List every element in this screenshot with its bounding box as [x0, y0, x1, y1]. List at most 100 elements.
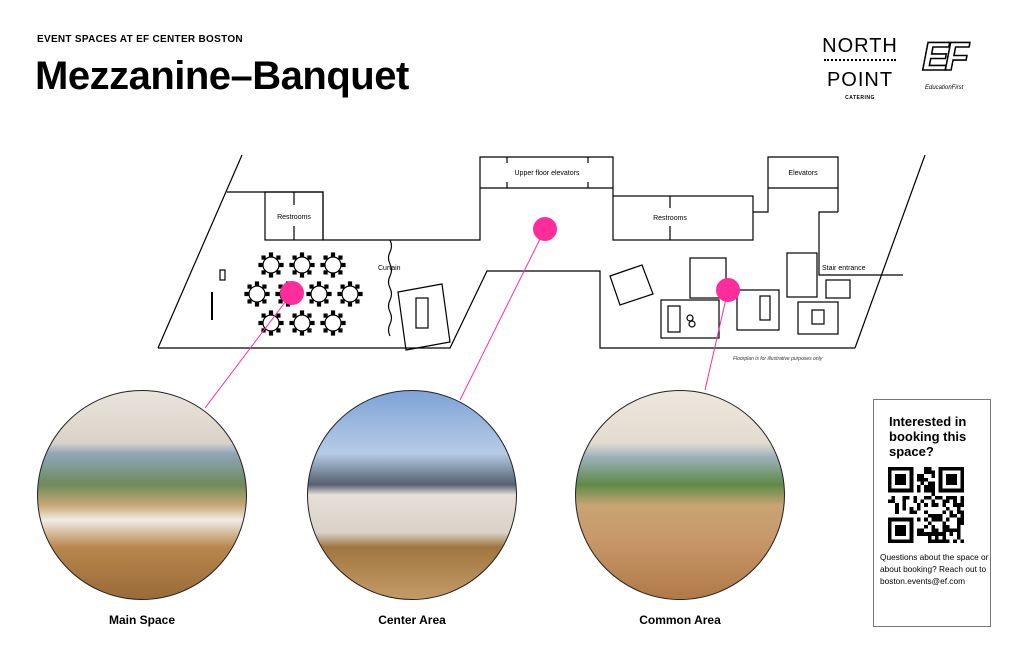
qr-module — [956, 535, 961, 540]
qr-module — [942, 510, 946, 515]
qr-module — [902, 488, 907, 493]
qr-module — [924, 477, 928, 482]
marker-main-space[interactable] — [280, 281, 304, 305]
qr-module — [927, 514, 932, 518]
qr-module — [898, 467, 903, 471]
qr-module — [909, 517, 914, 522]
qr-module — [960, 539, 964, 543]
qr-module — [945, 495, 950, 500]
qr-module — [953, 481, 957, 486]
chair — [330, 310, 336, 315]
banquet-table — [324, 314, 342, 332]
qr-module — [920, 528, 925, 533]
qr-code[interactable] — [888, 467, 964, 543]
chair — [258, 320, 263, 326]
qr-module — [953, 499, 957, 504]
qr-module — [895, 517, 899, 522]
qr-module — [960, 485, 964, 489]
qr-module — [942, 528, 946, 533]
banquet-table — [248, 285, 266, 303]
qr-module — [935, 532, 939, 536]
qr-module — [924, 510, 928, 515]
qr-module — [909, 535, 914, 540]
qr-module — [927, 481, 932, 486]
qr-module — [888, 521, 892, 525]
qr-module — [906, 467, 910, 471]
qr-module — [906, 488, 910, 493]
qr-module — [913, 495, 917, 500]
chair — [299, 310, 305, 315]
qr-module — [949, 532, 954, 536]
qr-module — [960, 514, 964, 518]
qr-module — [945, 506, 950, 511]
qr-module — [945, 467, 950, 471]
qr-module — [888, 517, 892, 522]
qr-module — [949, 481, 954, 486]
qr-module — [938, 481, 943, 486]
qr-module — [909, 467, 914, 471]
chair — [307, 313, 312, 318]
qr-module — [927, 485, 932, 489]
qr-module — [898, 524, 903, 529]
qr-module — [916, 488, 921, 493]
qr-module — [949, 474, 954, 478]
qr-module — [902, 517, 907, 522]
qr-module — [909, 506, 914, 511]
marker-center-area[interactable] — [533, 217, 557, 241]
qr-module — [931, 488, 936, 493]
chair — [310, 320, 315, 326]
qr-module — [931, 503, 936, 507]
qr-module — [960, 470, 964, 475]
qr-module — [898, 532, 903, 536]
qr-module — [924, 503, 928, 507]
qr-module — [942, 467, 946, 471]
qr-module — [891, 495, 896, 500]
chair — [276, 328, 281, 333]
chair — [261, 255, 266, 260]
chair — [323, 313, 328, 318]
chair — [330, 273, 336, 278]
qr-module — [927, 535, 932, 540]
qr-module — [956, 510, 961, 515]
qr-module — [916, 503, 921, 507]
qr-module — [913, 499, 917, 504]
qr-module — [935, 495, 939, 500]
qr-module — [956, 528, 961, 533]
ef-sub: EducationFirst — [925, 85, 964, 91]
chair — [262, 299, 267, 304]
qr-module — [891, 467, 896, 471]
qr-module — [931, 517, 936, 522]
restrooms-right-room — [612, 195, 754, 241]
qr-module — [931, 528, 936, 533]
qr-module — [902, 499, 907, 504]
chair — [316, 302, 322, 307]
booking-heading: Interested in booking this space? — [889, 414, 967, 459]
stair-entrance-label: Stair entrance — [822, 265, 866, 272]
qr-module — [909, 510, 914, 515]
chair — [289, 320, 294, 326]
qr-module — [898, 528, 903, 533]
wall — [157, 154, 243, 349]
banquet-table — [262, 256, 280, 274]
qr-module — [927, 495, 932, 500]
chair — [306, 291, 311, 297]
qr-module — [902, 524, 907, 529]
qr-module — [931, 539, 936, 543]
qr-module — [898, 517, 903, 522]
marker-common-area[interactable] — [716, 278, 740, 302]
qr-module — [924, 495, 928, 500]
wave-icon — [824, 59, 896, 65]
leader-line-main — [204, 292, 293, 409]
qr-module — [942, 524, 946, 529]
logo-line1: NORTH — [822, 35, 898, 57]
chair — [292, 313, 297, 318]
main-space-caption: Main Space — [108, 613, 176, 627]
qr-module — [945, 477, 950, 482]
qr-module — [902, 495, 907, 500]
qr-module — [888, 474, 892, 478]
chair — [358, 291, 363, 297]
upper-elevators-label: Upper floor elevators — [515, 170, 580, 177]
qr-module — [927, 467, 932, 471]
chair — [254, 281, 260, 286]
chair — [247, 299, 252, 304]
